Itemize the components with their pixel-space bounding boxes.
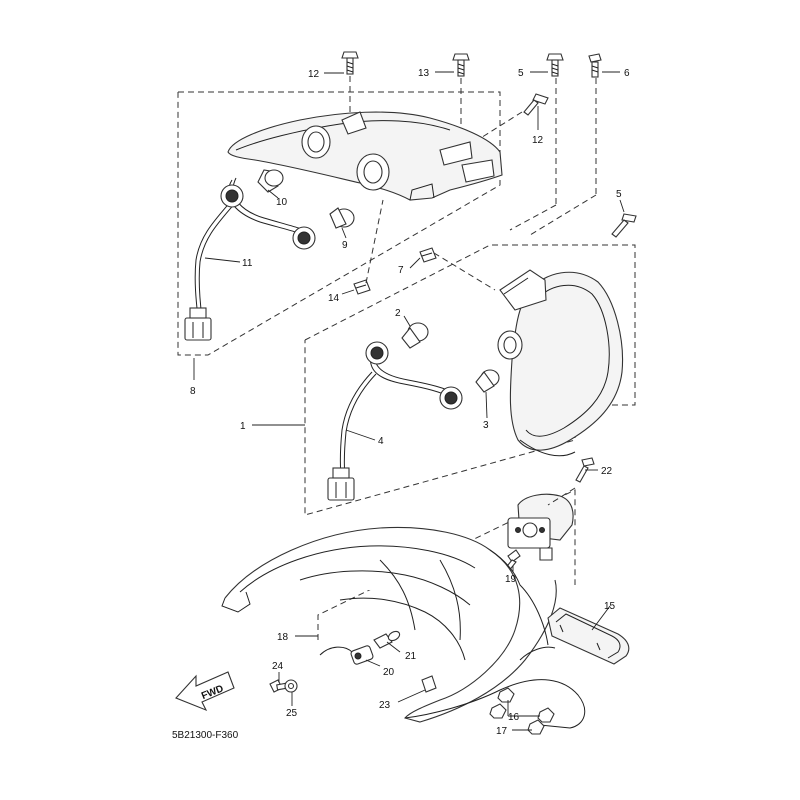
callout-16: 16 xyxy=(508,712,520,723)
nut-16 xyxy=(497,687,555,723)
callout-21: 21 xyxy=(405,651,417,662)
callout-17: 17 xyxy=(496,726,508,737)
callout-9: 9 xyxy=(342,240,348,251)
bulb-10 xyxy=(257,169,284,193)
screw-5-right xyxy=(611,213,637,238)
callout-12-top: 12 xyxy=(308,69,320,80)
bulb-9 xyxy=(329,207,355,229)
callout-5-top: 5 xyxy=(518,68,524,79)
callout-19: 19 xyxy=(505,574,517,585)
clip-23 xyxy=(421,675,437,693)
guide-a xyxy=(509,204,557,231)
bulb-3 xyxy=(475,369,500,393)
socket-harness-11 xyxy=(184,177,316,341)
screw-12-top xyxy=(341,51,359,75)
washer-25 xyxy=(284,679,298,693)
screw-12-mid xyxy=(523,93,549,116)
callout-1: 1 xyxy=(240,421,246,432)
license-lamp-19 xyxy=(507,487,576,561)
clip-14 xyxy=(353,279,371,295)
callout-23: 23 xyxy=(379,700,391,711)
callout-12-mid: 12 xyxy=(532,135,544,146)
callout-3: 3 xyxy=(483,420,489,431)
callout-22: 22 xyxy=(601,466,613,477)
callout-7: 7 xyxy=(398,265,404,276)
group-outline-18 xyxy=(317,489,576,640)
screw-6 xyxy=(588,53,602,78)
tail-lamp-unit xyxy=(497,269,624,457)
callout-11: 11 xyxy=(242,258,253,269)
callout-2: 2 xyxy=(395,308,401,319)
diagram-code: 5B21300-F360 xyxy=(172,730,239,741)
callout-24: 24 xyxy=(272,661,284,672)
leader-lines xyxy=(193,71,625,731)
callout-8: 8 xyxy=(190,386,196,397)
callout-4: 4 xyxy=(378,436,384,447)
callout-10: 10 xyxy=(276,197,288,208)
callout-20: 20 xyxy=(383,667,395,678)
callout-13: 13 xyxy=(418,68,430,79)
callout-5-right: 5 xyxy=(616,189,622,200)
callout-25: 25 xyxy=(286,708,298,719)
rear-fender xyxy=(221,526,586,729)
group-outline-8 xyxy=(177,91,501,356)
bulb-2 xyxy=(401,322,429,349)
reflector-15 xyxy=(547,607,630,665)
callout-18: 18 xyxy=(277,632,289,643)
guide-screw-22 xyxy=(547,487,576,506)
guide-clip-14 xyxy=(365,199,384,284)
screw-5-top xyxy=(546,53,564,77)
socket-harness-4 xyxy=(327,341,463,501)
guide-clip-7 xyxy=(433,252,496,291)
bulb-socket-20-21 xyxy=(319,630,401,665)
guide-b xyxy=(529,194,597,236)
screw-13 xyxy=(452,53,470,77)
callout-15: 15 xyxy=(604,601,616,612)
callout-6: 6 xyxy=(624,68,630,79)
clip-7 xyxy=(419,247,437,263)
callout-14: 14 xyxy=(328,293,340,304)
upper-lamp-housing xyxy=(227,111,503,201)
nut-17 xyxy=(489,703,545,735)
fwd-arrow: FWD xyxy=(175,671,235,712)
